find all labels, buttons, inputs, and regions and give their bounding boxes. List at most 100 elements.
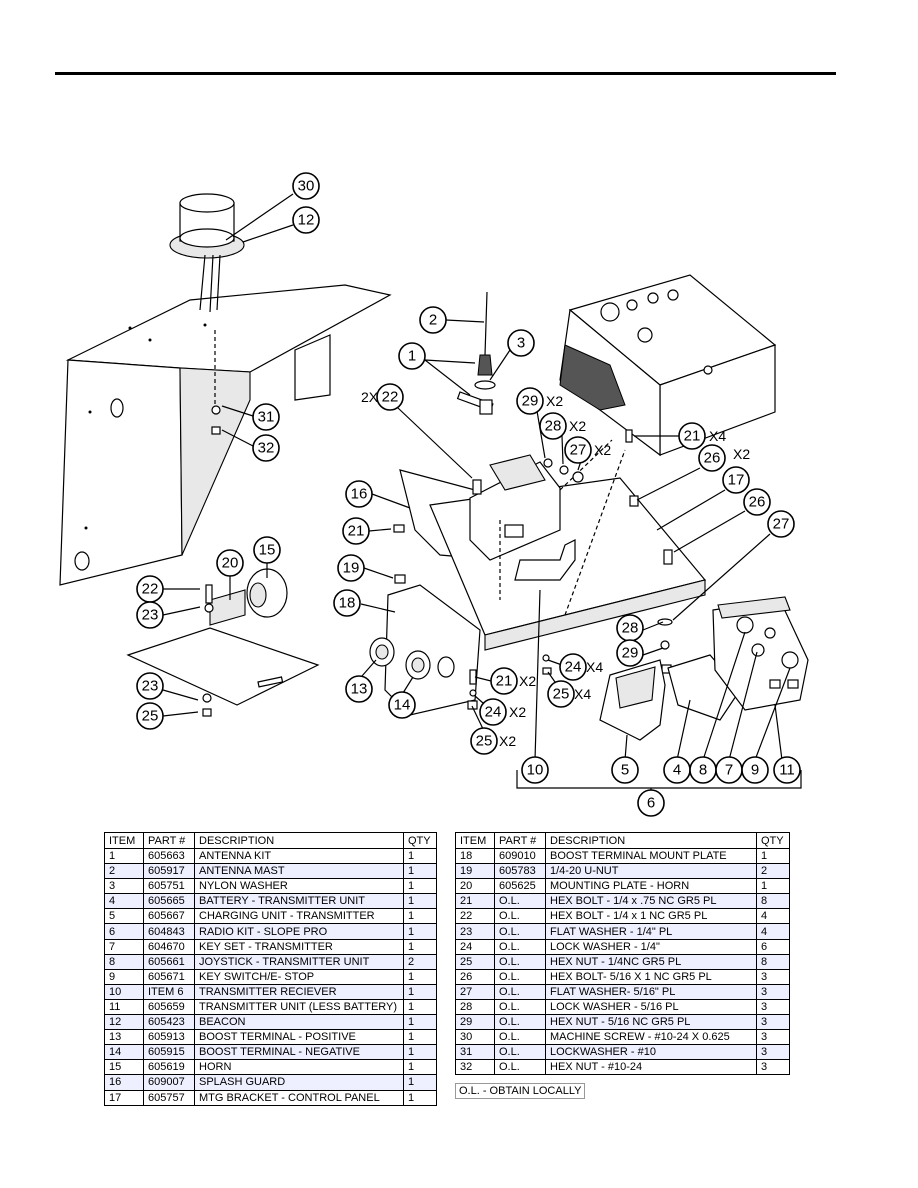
cell-item: 6 [104,923,144,940]
cell-part: 604843 [143,923,195,940]
qty-tag: 2X [361,389,379,405]
cell-qty: 3 [756,1014,790,1031]
qty-tag: X4 [574,686,591,702]
svg-text:22: 22 [142,581,159,598]
callout-8: 8 [689,756,717,784]
qty-tag: X2 [594,442,611,458]
cell-qty: 1 [403,1089,437,1106]
callout-21: 21 [342,517,370,545]
qty-tag: X4 [709,428,726,444]
callout-30: 30 [292,172,320,200]
cell-part: 609010 [494,847,546,865]
col-header-item: ITEM [455,832,495,849]
svg-text:17: 17 [728,472,745,489]
cell-item: 28 [455,998,495,1016]
svg-text:25: 25 [553,686,570,703]
cell-part: 605671 [143,968,195,985]
qty-tag: X2 [519,673,536,689]
svg-text:23: 23 [142,607,159,624]
svg-text:21: 21 [496,673,513,690]
cell-description: HEX NUT - #10-24 [545,1059,757,1076]
cell-item: 22 [455,908,495,925]
callout-27: 27 [564,436,592,464]
svg-text:15: 15 [259,542,276,559]
svg-text:19: 19 [343,560,360,577]
cell-part: O.L. [494,998,546,1016]
cell-description: TRANSMITTER RECIEVER [194,983,404,1000]
cell-item: 2 [104,863,144,880]
callout-20: 20 [216,549,244,577]
cell-description: FLAT WASHER - 1/4" PL [545,923,757,940]
callout-14: 14 [388,691,416,719]
svg-text:28: 28 [545,418,562,435]
svg-text:29: 29 [522,393,539,410]
col-header-part: PART # [494,832,546,849]
callout-21: 21 [490,667,518,695]
cell-description: TRANSMITTER UNIT (LESS BATTERY) [194,998,404,1016]
svg-text:12: 12 [298,212,315,229]
svg-text:7: 7 [725,762,733,779]
cell-item: 24 [455,938,495,955]
control-panel-box [559,274,777,457]
callout-9: 9 [741,756,769,784]
callout-7: 7 [715,756,743,784]
cell-qty: 1 [403,1014,437,1031]
svg-text:21: 21 [348,523,365,540]
cell-description: HEX NUT - 5/16 NC GR5 PL [545,1014,757,1031]
cell-part: 605659 [143,998,195,1016]
callout-5: 5 [611,756,639,784]
svg-text:20: 20 [222,555,239,572]
callout-4: 4 [663,756,691,784]
cell-part: O.L. [494,1059,546,1076]
callout-24: 24 [559,653,587,681]
horn-assembly [126,568,320,717]
cell-qty: 2 [403,953,437,970]
cell-description: BOOST TERMINAL - NEGATIVE [194,1044,404,1061]
callout-17: 17 [722,466,750,494]
svg-text:31: 31 [258,409,275,426]
cell-item: 23 [455,923,495,940]
cell-part: O.L. [494,1014,546,1031]
cell-qty: 4 [756,923,790,940]
cell-description: LOCK WASHER - 1/4" [545,938,757,955]
svg-text:1: 1 [408,348,416,365]
cell-description: MTG BRACKET - CONTROL PANEL [194,1089,404,1106]
svg-text:30: 30 [298,178,315,195]
cell-qty: 4 [756,908,790,925]
cell-item: 7 [104,938,144,955]
callout-10: 10 [521,756,549,784]
cell-description: LOCKWASHER - #10 [545,1044,757,1061]
cell-qty: 1 [403,983,437,1000]
callout-26: 26 [743,488,771,516]
callout-11: 11 [773,756,801,784]
callout-19: 19 [337,554,365,582]
cell-item: 27 [455,983,495,1000]
cell-description: MOUNTING PLATE - HORN [545,878,757,895]
svg-text:27: 27 [570,442,587,459]
callout-22: 22 [376,383,404,411]
cell-part: 605665 [143,893,195,910]
cell-part: O.L. [494,923,546,940]
qty-tag: X2 [546,393,563,409]
cell-description: MACHINE SCREW - #10-24 X 0.625 [545,1029,757,1046]
svg-text:26: 26 [704,450,721,467]
cell-item: 18 [455,847,495,865]
callout-26: 26 [698,444,726,472]
svg-text:24: 24 [485,704,502,721]
callout-22: 22 [136,575,164,603]
